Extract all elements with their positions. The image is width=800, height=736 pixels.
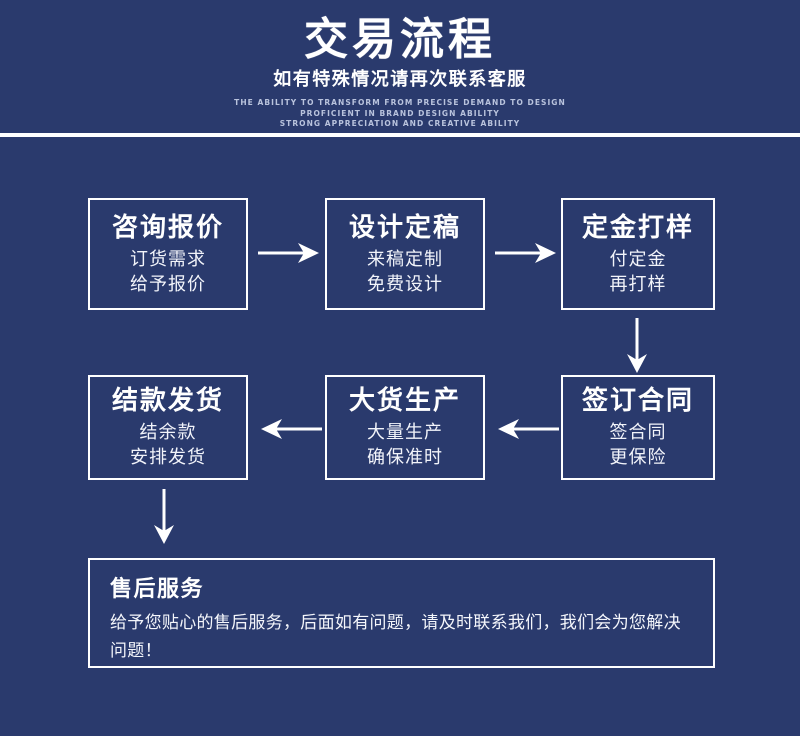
arrow-left-icon-step5-step6	[260, 418, 322, 440]
english-tagline: THE ABILITY TO TRANSFORM FROM PRECISE DE…	[234, 98, 566, 130]
page-subtitle: 如有特殊情况请再次联系客服	[273, 69, 527, 90]
page-title: 交易流程	[304, 14, 496, 65]
flow-step-3-line-2: 再打样	[609, 273, 667, 295]
flow-step-1-line-2: 给予报价	[130, 273, 206, 295]
flow-step-6-line-2: 安排发货	[130, 447, 206, 468]
flow-step-box-6: 结款发货 结余款 安排发货	[88, 375, 248, 480]
arrow-right-icon-step1-step2	[258, 242, 320, 264]
flow-step-3-title: 定金打样	[581, 212, 694, 243]
flow-step-4-title: 签订合同	[581, 386, 694, 416]
arrow-down-icon-step6-aftersales	[153, 489, 175, 545]
flow-step-box-2: 设计定稿 来稿定制 免费设计	[325, 198, 485, 310]
flow-step-1-line-1: 订货需求	[130, 248, 206, 270]
flow-step-5-line-2: 确保准时	[367, 447, 443, 468]
flow-step-box-4: 签订合同 签合同 更保险	[561, 375, 715, 480]
arrow-right-icon-step2-step3	[495, 242, 557, 264]
flow-step-2-title: 设计定稿	[348, 212, 461, 243]
flow-step-box-5: 大货生产 大量生产 确保准时	[325, 375, 485, 480]
after-sales-title: 售后服务	[110, 577, 205, 602]
flow-step-6-line-1: 结余款	[139, 422, 197, 443]
page-header: 交易流程 如有特殊情况请再次联系客服 THE ABILITY TO TRANSF…	[0, 0, 800, 133]
english-tagline-line-3: STRONG APPRECIATION AND CREATIVE ABILITY	[279, 119, 521, 128]
flow-step-4-line-2: 更保险	[609, 447, 667, 468]
after-sales-description: 给予您贴心的售后服务，后面如有问题，请及时联系我们，我们会为您解决问题！	[110, 613, 681, 661]
flow-step-5-line-1: 大量生产	[367, 422, 443, 443]
flow-step-3-line-1: 付定金	[609, 248, 667, 270]
flow-step-4-line-1: 签合同	[609, 422, 667, 443]
after-sales-service-panel: 售后服务 给予您贴心的售后服务，后面如有问题，请及时联系我们，我们会为您解决问题…	[88, 558, 715, 668]
flow-step-2-line-1: 来稿定制	[367, 248, 443, 270]
flow-step-box-1: 咨询报价 订货需求 给予报价	[88, 198, 248, 310]
flow-step-box-3: 定金打样 付定金 再打样	[561, 198, 715, 310]
flow-step-5-title: 大货生产	[348, 386, 461, 416]
arrow-left-icon-step4-step5	[497, 418, 559, 440]
flow-step-1-title: 咨询报价	[111, 212, 224, 243]
arrow-down-icon-step3-step4	[626, 318, 648, 374]
flow-step-2-line-2: 免费设计	[367, 273, 443, 295]
english-tagline-line-2: PROFICIENT IN BRAND DESIGN ABILITY	[300, 108, 500, 118]
english-tagline-line-1: THE ABILITY TO TRANSFORM FROM PRECISE DE…	[234, 98, 566, 107]
flow-step-6-title: 结款发货	[111, 386, 224, 416]
header-divider	[0, 133, 800, 137]
